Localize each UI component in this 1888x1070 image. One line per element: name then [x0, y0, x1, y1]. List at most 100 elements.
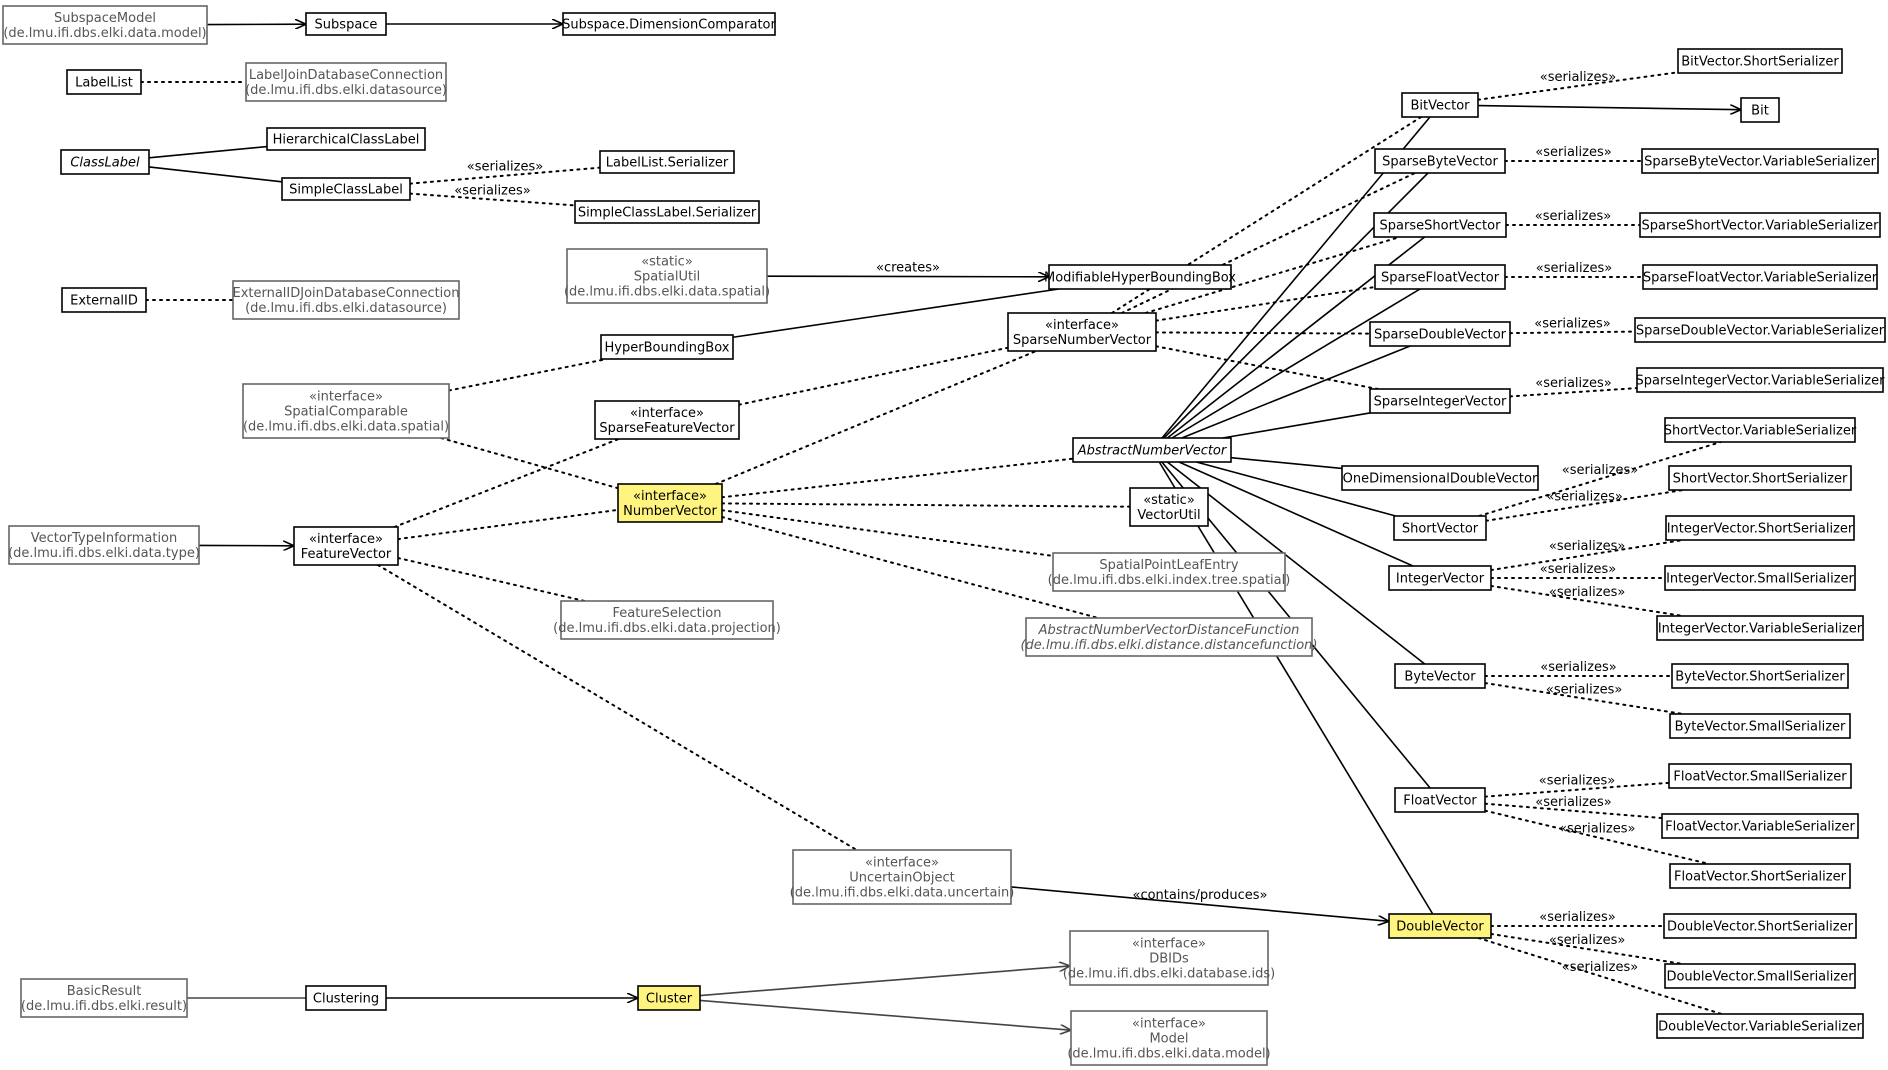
class-node-integervector-variableserializer[interactable]: IntegerVector.VariableSerializer [1656, 615, 1864, 641]
class-node-modifiablehyperboundingbox[interactable]: ModifiableHyperBoundingBox [1044, 264, 1236, 290]
class-node-onedimensionaldoublevector[interactable]: OneDimensionalDoubleVector [1341, 465, 1539, 491]
class-node-labeljoindatabaseconnection[interactable]: LabelJoinDatabaseConnection(de.lmu.ifi.d… [245, 62, 447, 102]
class-node-sparseintegervector[interactable]: SparseIntegerVector [1369, 388, 1511, 414]
edge-sparseint-sparseintser [1509, 387, 1638, 398]
node-box [305, 12, 387, 36]
node-box [1639, 212, 1881, 238]
class-node-model[interactable]: «interface»Model(de.lmu.ifi.dbs.elki.dat… [1067, 1010, 1271, 1066]
class-node-externalidjoindatabaseconnection[interactable]: ExternalIDJoinDatabaseConnection(de.lmu.… [232, 280, 460, 320]
class-node-featureselection[interactable]: FeatureSelection(de.lmu.ifi.dbs.elki.dat… [553, 600, 781, 640]
class-node-shortvector-shortserializer[interactable]: ShortVector.ShortSerializer [1668, 465, 1852, 491]
class-node-bitvector[interactable]: BitVector [1401, 92, 1479, 118]
class-node-abstractnumbervector[interactable]: AbstractNumberVector [1072, 437, 1232, 463]
class-node-bit[interactable]: Bit [1740, 97, 1780, 123]
class-node-vectorutil[interactable]: «static»VectorUtil [1129, 487, 1209, 527]
class-node-integervector[interactable]: IntegerVector [1388, 565, 1492, 591]
class-node-bytevector[interactable]: ByteVector [1394, 663, 1486, 689]
class-node-shortvector-variableserializer[interactable]: ShortVector.VariableSerializer [1664, 417, 1857, 443]
class-node-featurevector[interactable]: «interface»FeatureVector [293, 526, 399, 566]
node-stereotype: «interface» [309, 390, 383, 405]
class-node-spatialpointleafentry[interactable]: SpatialPointLeafEntry(de.lmu.ifi.dbs.elk… [1048, 552, 1291, 592]
class-node-dbids[interactable]: «interface»DBIDs(de.lmu.ifi.dbs.elki.dat… [1063, 930, 1275, 986]
class-node-spatialutil[interactable]: «static»SpatialUtil(de.lmu.ifi.dbs.elki.… [564, 248, 770, 304]
class-node-sparsebytevector[interactable]: SparseByteVector [1374, 148, 1506, 174]
node-name: AbstractNumberVectorDistanceFunction [1038, 623, 1300, 638]
class-node-uncertainobject[interactable]: «interface»UncertainObject(de.lmu.ifi.db… [790, 849, 1015, 905]
node-box [266, 127, 426, 151]
class-node-floatvector-smallserializer[interactable]: FloatVector.SmallSerializer [1668, 763, 1852, 789]
edge-label-simpleclasslabel-labellistser: «serializes» [467, 160, 543, 175]
class-node-sparsefloatvector-variableserializer[interactable]: SparseFloatVector.VariableSerializer [1642, 264, 1878, 290]
class-node-vectortypeinformation[interactable]: VectorTypeInformation(de.lmu.ifi.dbs.elk… [8, 525, 200, 565]
class-node-floatvector-shortserializer[interactable]: FloatVector.ShortSerializer [1669, 863, 1851, 889]
class-node-integervector-shortserializer[interactable]: IntegerVector.ShortSerializer [1665, 515, 1855, 541]
class-node-clustering[interactable]: Clustering [305, 985, 387, 1011]
node-name: FeatureVector [301, 547, 392, 562]
class-node-sparsenumbervector[interactable]: «interface»SparseNumberVector [1007, 312, 1157, 352]
class-node-floatvector-variableserializer[interactable]: FloatVector.VariableSerializer [1661, 813, 1859, 839]
class-node-sparsedoublevector[interactable]: SparseDoubleVector [1369, 321, 1511, 347]
edge-abstractnumber-onedim [1230, 456, 1343, 470]
class-node-doublevector-shortserializer[interactable]: DoubleVector.ShortSerializer [1663, 913, 1857, 939]
class-node-shortvector[interactable]: ShortVector [1393, 515, 1487, 541]
class-node-labellist[interactable]: LabelList [66, 69, 142, 95]
class-node-sparseshortvector[interactable]: SparseShortVector [1373, 212, 1507, 238]
edge-shortvector-shortvarser [1478, 441, 1722, 517]
edge-label-shortvector-shortshortser: «serializes» [1546, 489, 1622, 504]
class-node-simpleclasslabel-serializer[interactable]: SimpleClassLabel.Serializer [574, 200, 760, 224]
class-node-hyperboundingbox[interactable]: HyperBoundingBox [600, 334, 734, 360]
class-node-sparsebytevector-variableserializer[interactable]: SparseByteVector.VariableSerializer [1641, 148, 1879, 174]
edge-numbervector-spatialpointleaf [721, 509, 1054, 557]
class-node-basicresult[interactable]: BasicResult(de.lmu.ifi.dbs.elki.result) [20, 978, 188, 1018]
class-node-subspace[interactable]: Subspace [305, 12, 387, 36]
class-node-sparsedoublevector-variableserializer[interactable]: SparseDoubleVector.VariableSerializer [1634, 317, 1886, 343]
edge-label-simpleclasslabel-simpleclassser: «serializes» [454, 183, 530, 198]
edge-uncertain-doublevector [1010, 886, 1389, 921]
class-node-sparsefeaturevector[interactable]: «interface»SparseFeatureVector [594, 400, 740, 440]
class-node-classlabel[interactable]: ClassLabel [60, 149, 150, 175]
class-node-floatvector[interactable]: FloatVector [1394, 787, 1486, 813]
node-box [1341, 465, 1539, 491]
class-node-subspacemodel[interactable]: SubspaceModel(de.lmu.ifi.dbs.elki.data.m… [2, 5, 208, 45]
node-box [617, 483, 723, 523]
class-node-simpleclasslabel[interactable]: SimpleClassLabel [281, 177, 411, 201]
class-node-doublevector[interactable]: DoubleVector [1388, 913, 1492, 939]
node-name: Subspace [315, 18, 378, 33]
class-node-sparsefloatvector[interactable]: SparseFloatVector [1374, 264, 1506, 290]
class-node-bytevector-shortserializer[interactable]: ByteVector.ShortSerializer [1671, 663, 1849, 689]
class-node-bytevector-smallserializer[interactable]: ByteVector.SmallSerializer [1669, 713, 1851, 739]
class-node-labellist-serializer[interactable]: LabelList.Serializer [599, 150, 735, 174]
class-node-hierarchicalclasslabel[interactable]: HierarchicalClassLabel [266, 127, 426, 151]
class-node-doublevector-variableserializer[interactable]: DoubleVector.VariableSerializer [1656, 1013, 1864, 1039]
node-box [1664, 565, 1856, 591]
edge-abstractnumber-sparsedouble [1181, 345, 1411, 439]
node-box [1665, 515, 1855, 541]
node-box [1656, 1013, 1864, 1039]
edge-label-intvector-intsmallser: «serializes» [1540, 562, 1616, 577]
class-node-externalid[interactable]: ExternalID [61, 287, 147, 313]
node-name: SparseByteVector [1382, 155, 1498, 170]
class-node-spatialcomparable[interactable]: «interface»SpatialComparable(de.lmu.ifi.… [242, 383, 450, 439]
class-node-sparseintegervector-variableserializer[interactable]: SparseIntegerVector.VariableSerializer [1636, 367, 1886, 393]
class-node-bitvector-shortserializer[interactable]: BitVector.ShortSerializer [1677, 48, 1843, 74]
node-box [20, 978, 188, 1018]
edge-label-floatvector-floatvarser: «serializes» [1535, 795, 1611, 810]
edge-label-floatvector-floatshortser: «serializes» [1559, 821, 1635, 836]
node-box [245, 62, 447, 102]
edge-label-sparsedouble-sparsedoubleser: «serializes» [1534, 316, 1610, 331]
class-node-numbervector[interactable]: «interface»NumberVector [617, 483, 723, 523]
class-node-doublevector-smallserializer[interactable]: DoubleVector.SmallSerializer [1664, 963, 1856, 989]
class-node-integervector-smallserializer[interactable]: IntegerVector.SmallSerializer [1664, 565, 1856, 591]
node-stereotype: «interface» [630, 406, 704, 421]
class-node-sparseshortvector-variableserializer[interactable]: SparseShortVector.VariableSerializer [1639, 212, 1881, 238]
node-box [242, 383, 450, 439]
node-name: FloatVector.SmallSerializer [1673, 770, 1847, 785]
node-box [1669, 863, 1851, 889]
node-name: HyperBoundingBox [605, 341, 730, 356]
class-node-abstractnumbervectordistancefunction[interactable]: AbstractNumberVectorDistanceFunction(de.… [1020, 617, 1318, 657]
node-name: IntegerVector.SmallSerializer [1666, 572, 1854, 587]
edge-label-sparsebyte-sparsebyteser: «serializes» [1535, 145, 1611, 160]
node-box [1129, 487, 1209, 527]
class-node-cluster[interactable]: Cluster [637, 985, 701, 1011]
class-node-subspace-dimensioncomparator[interactable]: Subspace.DimensionComparator [562, 12, 777, 36]
